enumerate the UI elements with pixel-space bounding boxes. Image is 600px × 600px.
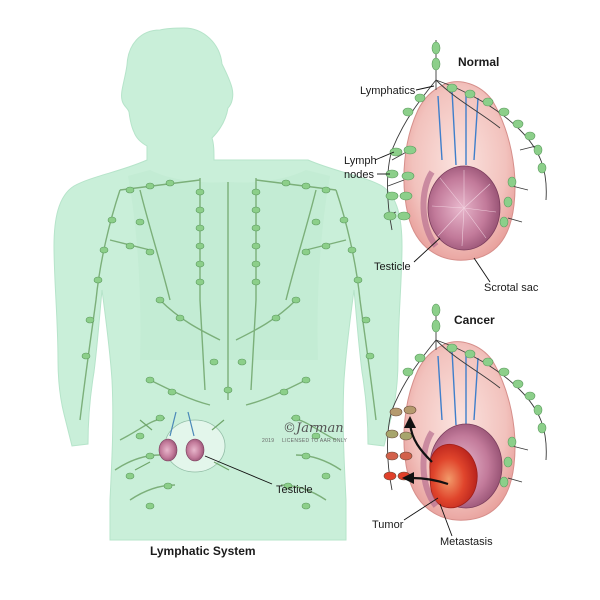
testicle-normal-label: Testicle [374,261,411,273]
normal-lymph-nodes [383,41,547,228]
metastasis-leader [439,503,453,537]
right-testicle [185,438,205,462]
affected-lymph-nodes [383,405,417,481]
body-lymph-nodes [81,179,375,510]
metastasis-arrows [402,416,449,486]
figure-caption: Lymphatic System [150,544,256,558]
lymph-nodes-label-line1: Lymph [344,155,377,167]
normal-inset: Normal [344,40,547,294]
normal-spermatic-vessels [437,89,479,166]
svg-text:©Jarman: ©Jarman [283,421,344,436]
normal-testicle-lobules [431,170,497,247]
pelvic-testicles [134,411,230,473]
tumor-leader [403,497,439,521]
tumor-label: Tumor [372,519,404,531]
testicle-body-leader [204,455,273,485]
body-figure: ©Jarman 2019 LICENSED TO AAR ONLY Testic… [53,27,403,558]
svg-text:2019: 2019 [262,438,274,444]
lymphatics-label: Lymphatics [360,85,416,97]
normal-title: Normal [458,55,499,69]
normal-epididymis [420,170,439,248]
testicle-body-label: Testicle [276,484,313,496]
scrotal-sac-label: Scrotal sac [484,282,539,294]
scrotal-sac-leader [473,257,491,283]
left-testicle [158,438,178,462]
body-inner-shading [128,170,330,360]
artist-signature: ©Jarman 2019 LICENSED TO AAR ONLY [262,421,348,444]
cancer-title: Cancer [454,313,495,327]
lymph-nodes-label-line2: nodes [344,169,374,181]
cancer-epididymis [420,430,439,508]
metastasis-label: Metastasis [440,536,493,548]
cancer-inset: Cancer [372,303,547,548]
svg-text:LICENSED TO AAR ONLY: LICENSED TO AAR ONLY [282,438,348,444]
cancer-lymph-nodes [402,303,547,488]
cancer-spermatic-vessels [437,349,479,426]
lymph-nodes-leader-1 [374,151,395,161]
lymphatics-leader [415,85,435,91]
testicle-normal-leader [413,237,441,263]
